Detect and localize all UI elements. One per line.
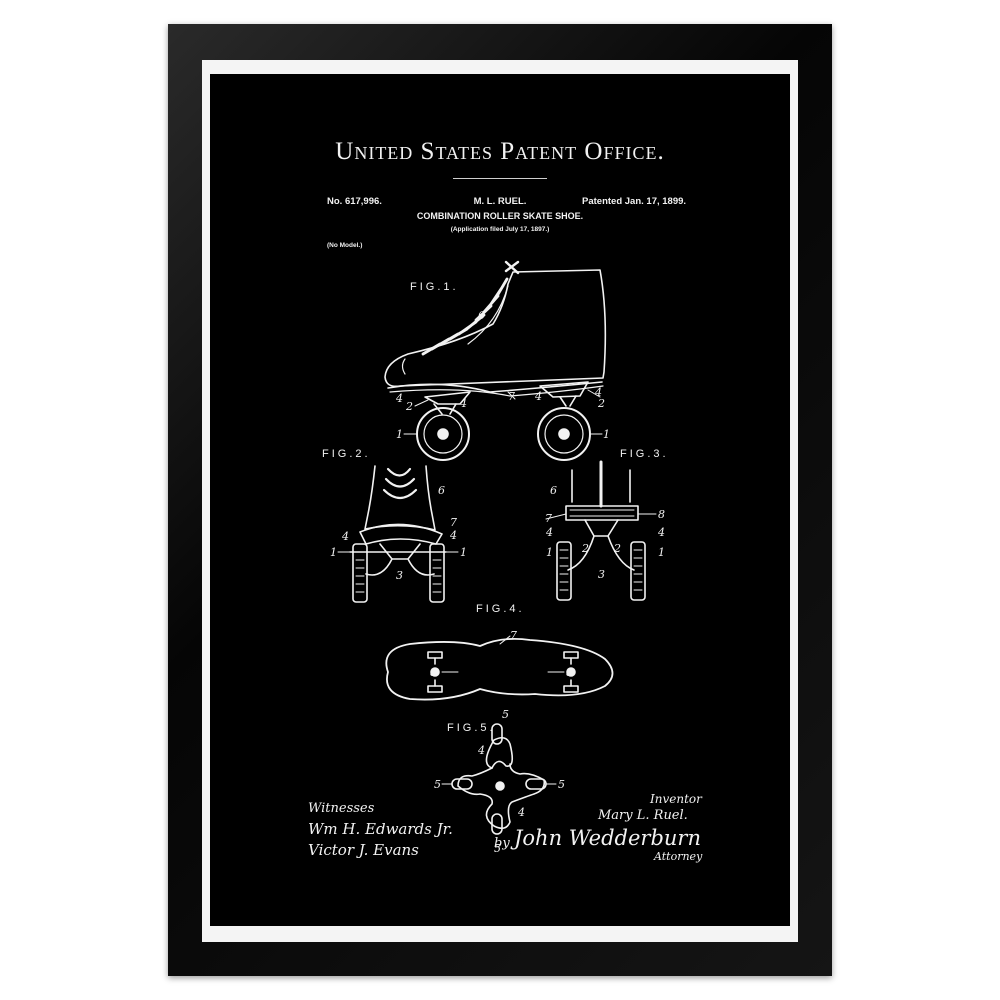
- fig-2-label: FIG.2.: [322, 448, 371, 460]
- ref-1-fig3-right: 1: [658, 546, 665, 559]
- ref-1-fig2-right: 1: [460, 546, 467, 559]
- ref-4-fig1-left: 4: [395, 392, 403, 405]
- ref-7-fig4: 7: [510, 629, 517, 642]
- fig-3-label: FIG.3.: [620, 448, 669, 460]
- ref-1-fig2-left: 1: [330, 546, 337, 559]
- ref-4-fig1-far: 4: [594, 386, 602, 399]
- ref-7-fig2: 7: [450, 516, 457, 529]
- ref-8-fig3: 8: [658, 508, 665, 521]
- application-date: (Application filed July 17, 1897.): [450, 226, 550, 233]
- ref-4-fig2-left: 4: [341, 530, 349, 543]
- fig-2-front-view: [337, 465, 459, 603]
- ref-5-fig5-left: 5: [434, 778, 441, 791]
- by-label: by: [494, 836, 510, 851]
- title-rule: [453, 178, 547, 179]
- ref-6-fig3: 6: [550, 484, 557, 497]
- attorney-signature: John Wedderburn: [514, 826, 701, 850]
- witness-signature-2: Victor J. Evans: [308, 841, 419, 859]
- fig-4-sole-plan: [385, 635, 614, 701]
- no-model-note: (No Model.): [327, 242, 363, 249]
- ref-2-fig1-right: 2: [597, 397, 605, 410]
- ref-6-fig1: 6: [478, 309, 485, 322]
- ref-6-fig2: 6: [438, 484, 445, 497]
- ref-4-fig2-right: 4: [449, 529, 457, 542]
- fig-4-label: FIG.4.: [476, 603, 525, 615]
- ref-2-fig1-left: 2: [405, 400, 413, 413]
- fig-1-skate-shoe: [384, 260, 607, 461]
- witnesses-label: Witnesses: [308, 801, 375, 816]
- ref-4-fig3-left: 4: [545, 526, 553, 539]
- ref-1-fig1-left: 1: [396, 428, 403, 441]
- invention-title: COMBINATION ROLLER SKATE SHOE.: [416, 211, 584, 221]
- ref-4-fig1-mid: 4: [459, 397, 467, 410]
- ref-4-fig5-top: 4: [477, 744, 485, 757]
- office-title: United States Patent Office.: [335, 138, 665, 165]
- ref-5-fig5-bottom: 5: [494, 842, 501, 855]
- fig-5-label: FIG.5.: [447, 722, 496, 734]
- fig-1-label: FIG.1.: [410, 281, 459, 293]
- ref-7-fig3: 7: [545, 512, 552, 525]
- ref-1-fig1-right: 1: [603, 428, 610, 441]
- ref-8-fig4-left: 8: [430, 666, 437, 679]
- inventor-heading: M. L. RUEL.: [473, 196, 527, 207]
- ref-2-fig3-left: 2: [581, 542, 589, 555]
- ref-4-fig5-bottom: 4: [517, 806, 525, 819]
- ref-3-fig2: 3: [396, 569, 403, 582]
- witness-signature-1: Wm H. Edwards Jr.: [308, 820, 453, 838]
- inventor-signature: Mary L. Ruel.: [598, 808, 688, 823]
- ref-5-fig5-top: 5: [502, 708, 509, 721]
- ref-4-fig1-right: 4: [534, 390, 542, 403]
- ref-4-fig3-right: 4: [657, 526, 665, 539]
- ref-7-fig1: 7: [508, 390, 515, 403]
- fig-5-cross-plate: [441, 723, 557, 835]
- ref-8-fig4-right: 8: [566, 666, 573, 679]
- ref-1-fig3-left: 1: [546, 546, 553, 559]
- ref-2-fig3-right: 2: [613, 542, 621, 555]
- patent-poster: United States Patent Office. No. 617,996…: [210, 74, 790, 926]
- ref-3-fig3: 3: [598, 568, 605, 581]
- patent-drawing: 6 4 2 4 7 4 4 2 1 1 6 7 4 4 1 1 3 6 7 8 …: [330, 260, 665, 855]
- patent-date: Patented Jan. 17, 1899.: [582, 196, 687, 207]
- ref-5-fig5-right: 5: [558, 778, 565, 791]
- inventor-label: Inventor: [650, 792, 702, 806]
- attorney-label: Attorney: [654, 850, 703, 863]
- patent-number: No. 617,996.: [327, 196, 382, 207]
- fig-3-rear-view: [545, 460, 657, 601]
